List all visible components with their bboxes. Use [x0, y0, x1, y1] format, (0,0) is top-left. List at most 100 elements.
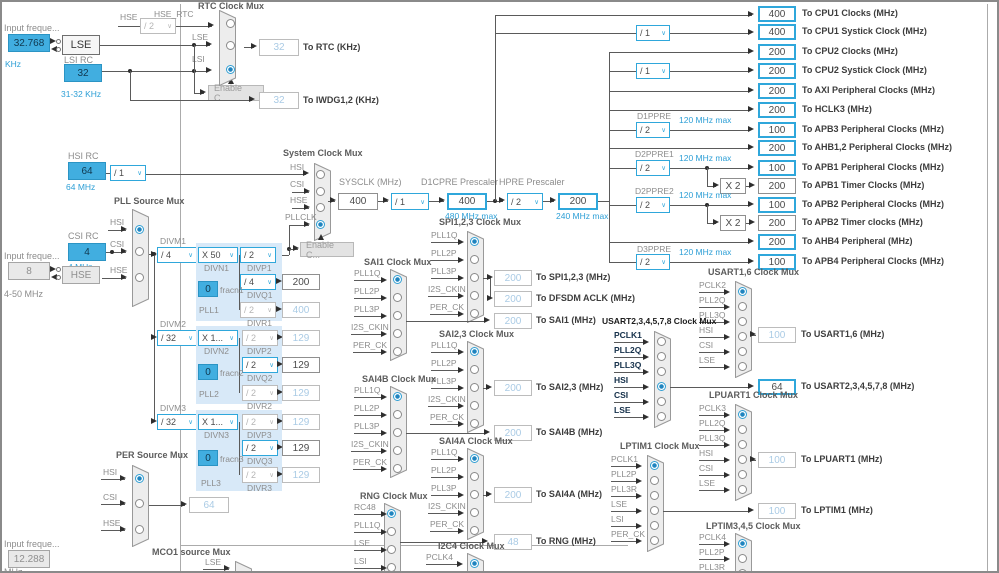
rtc-enable-button[interactable]: Enable C... [208, 85, 264, 101]
d2ppre1-dropdown[interactable]: / 2∨ [636, 160, 670, 176]
sai4b-pll1q-radio[interactable] [393, 392, 402, 401]
sai1-per-ck-radio[interactable] [393, 347, 402, 356]
sai4a-pll2p-radio[interactable] [470, 472, 479, 481]
usart16-csi-radio[interactable] [738, 347, 747, 356]
usart2-csi-radio[interactable] [657, 397, 666, 406]
spi123-pll3p-radio[interactable] [470, 273, 479, 282]
lptim345-pclk4-radio[interactable] [738, 539, 747, 548]
lse-frequency-input[interactable]: 32.768 [8, 34, 50, 52]
lptim1-per-ck-radio[interactable] [650, 536, 659, 545]
rng-pll1q-radio[interactable] [387, 527, 396, 536]
divr3-dropdown[interactable]: / 2∨ [242, 467, 278, 483]
d1cpre-dropdown[interactable]: / 1∨ [391, 193, 429, 210]
cpu2-systick-divider-dropdown[interactable]: / 1∨ [636, 63, 670, 79]
divq2-dropdown[interactable]: / 2∨ [242, 357, 278, 373]
usart2-pll2q-radio[interactable] [657, 352, 666, 361]
divp2-dropdown[interactable]: / 2∨ [242, 330, 278, 346]
lptim345-pll3r-radio[interactable] [738, 569, 747, 573]
rng-rc48-radio[interactable] [387, 509, 396, 518]
pll-mux-csi-radio[interactable] [135, 247, 144, 256]
i2c4-pclk4-radio[interactable] [470, 559, 479, 568]
per-mux-hsi-radio[interactable] [135, 474, 144, 483]
divm1-dropdown[interactable]: / 4∨ [157, 247, 197, 263]
divp3-dropdown[interactable]: / 2∨ [242, 414, 278, 430]
usart2-pclk1-radio[interactable] [657, 337, 666, 346]
usart16-pclk2-radio[interactable] [738, 287, 747, 296]
per-mux-csi-radio[interactable] [135, 499, 144, 508]
divn3-dropdown[interactable]: X 1...∨ [198, 414, 238, 430]
usart2-lse-radio[interactable] [657, 412, 666, 421]
sai23-pll2p-radio[interactable] [470, 365, 479, 374]
css-enable-button[interactable]: Enable C... [300, 242, 354, 257]
d1ppre-dropdown[interactable]: / 2∨ [636, 122, 670, 138]
spi123-pll1q-radio[interactable] [470, 237, 479, 246]
usart2-hsi-radio[interactable] [657, 382, 666, 391]
sysclk-mux-hsi-radio[interactable] [316, 170, 325, 179]
rtc-mux-hse-rtc-radio[interactable] [226, 19, 235, 28]
d3ppre-dropdown[interactable]: / 2∨ [636, 254, 670, 270]
fracn2-value[interactable]: 0 [198, 364, 218, 380]
cpu1-systick-divider-dropdown[interactable]: / 1∨ [636, 25, 670, 41]
divr2-dropdown[interactable]: / 2∨ [242, 385, 278, 401]
hsi-divider-dropdown[interactable]: / 1∨ [110, 165, 146, 181]
lpuart1-pclk3-radio[interactable] [738, 410, 747, 419]
sai23-i2s-ckin-radio[interactable] [470, 401, 479, 410]
sai1-i2s-ckin-radio[interactable] [393, 329, 402, 338]
divn1-dropdown[interactable]: X 50∨ [198, 247, 238, 263]
pll-mux-hse-radio[interactable] [135, 273, 144, 282]
lpuart1-csi-radio[interactable] [738, 470, 747, 479]
fracn1-value[interactable]: 0 [198, 281, 218, 297]
rtc-mux-lsi-radio[interactable] [226, 65, 235, 74]
lptim1-pll2p-radio[interactable] [650, 476, 659, 485]
sysclk-mux-pllclk-radio[interactable] [316, 220, 325, 229]
sysclk-mux-csi-radio[interactable] [316, 187, 325, 196]
lptim345-pll2p-radio[interactable] [738, 554, 747, 563]
lpuart1-hsi-radio[interactable] [738, 455, 747, 464]
sai1-pll3p-radio[interactable] [393, 311, 402, 320]
csi-rc-value[interactable]: 4 [68, 243, 106, 261]
pll-mux-hsi-radio[interactable] [135, 225, 144, 234]
usart16-pll3q-radio[interactable] [738, 317, 747, 326]
sai23-per-ck-radio[interactable] [470, 419, 479, 428]
sai1-pll2p-radio[interactable] [393, 293, 402, 302]
divm2-dropdown[interactable]: / 32∨ [157, 330, 197, 346]
rtc-hse-prescaler-dropdown[interactable]: / 2∨ [140, 18, 176, 34]
rng-lse-radio[interactable] [387, 545, 396, 554]
usart16-lse-radio[interactable] [738, 362, 747, 371]
rng-lsi-radio[interactable] [387, 563, 396, 572]
sai23-pll3p-radio[interactable] [470, 383, 479, 392]
hsi-rc-value[interactable]: 64 [68, 162, 106, 180]
divq1-dropdown[interactable]: / 4∨ [240, 274, 276, 290]
lpuart1-lse-radio[interactable] [738, 485, 747, 494]
usart2-pll3q-radio[interactable] [657, 367, 666, 376]
lptim1-pll3r-radio[interactable] [650, 491, 659, 500]
sai23-pll1q-radio[interactable] [470, 347, 479, 356]
sai4b-i2s-ckin-radio[interactable] [393, 446, 402, 455]
sai4a-pll3p-radio[interactable] [470, 490, 479, 499]
divn2-dropdown[interactable]: X 1...∨ [198, 330, 238, 346]
lsi-rc-value[interactable]: 32 [64, 64, 102, 82]
rtc-mux-lse-radio[interactable] [226, 41, 235, 50]
sai4b-pll2p-radio[interactable] [393, 410, 402, 419]
per-mux-hse-radio[interactable] [135, 525, 144, 534]
sai4a-pll1q-radio[interactable] [470, 454, 479, 463]
divp1-dropdown[interactable]: / 2∨ [240, 247, 276, 263]
divm3-dropdown[interactable]: / 32∨ [157, 414, 197, 430]
spi123-per-ck-radio[interactable] [470, 309, 479, 318]
lpuart1-pll3q-radio[interactable] [738, 440, 747, 449]
lptim1-lsi-radio[interactable] [650, 521, 659, 530]
lptim1-pclk1-radio[interactable] [650, 461, 659, 470]
fracn3-value[interactable]: 0 [198, 450, 218, 466]
spi123-pll2p-radio[interactable] [470, 255, 479, 264]
sysclk-mux-hse-radio[interactable] [316, 203, 325, 212]
sai4a-per-ck-radio[interactable] [470, 526, 479, 535]
usart16-pll2q-radio[interactable] [738, 302, 747, 311]
lptim1-lse-radio[interactable] [650, 506, 659, 515]
sai4a-i2s-ckin-radio[interactable] [470, 508, 479, 517]
sai4b-pll3p-radio[interactable] [393, 428, 402, 437]
usart16-hsi-radio[interactable] [738, 332, 747, 341]
d2ppre2-dropdown[interactable]: / 2∨ [636, 197, 670, 213]
sai4b-per-ck-radio[interactable] [393, 464, 402, 473]
hpre-dropdown[interactable]: / 2∨ [507, 193, 543, 210]
